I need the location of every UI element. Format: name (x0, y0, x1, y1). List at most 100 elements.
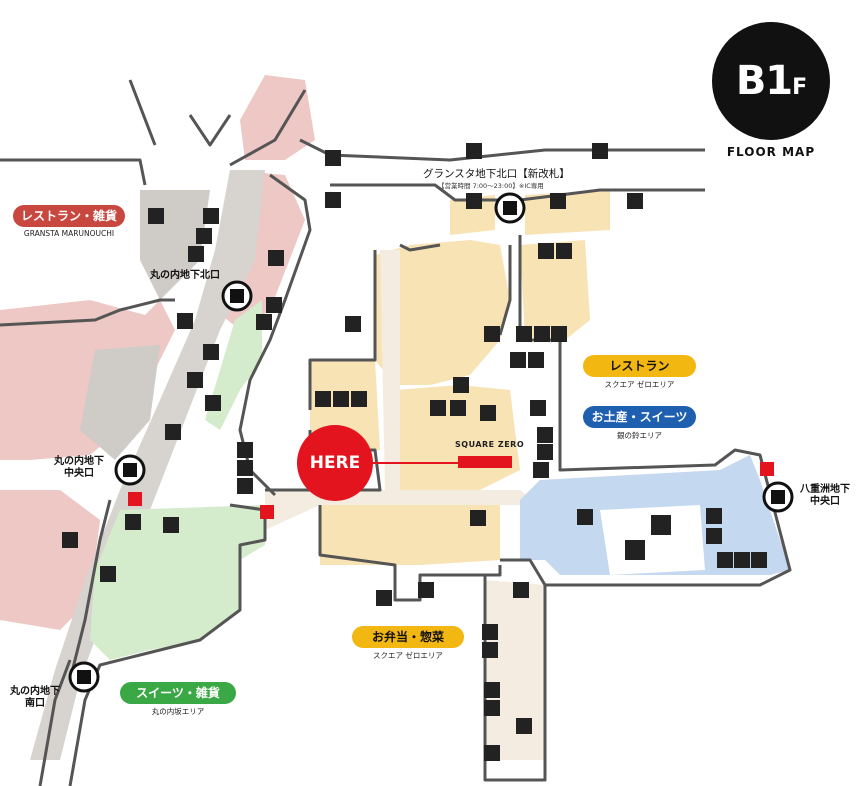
toilet-icon (268, 250, 284, 266)
exit-marunouchi-central-line2: 中央口 (64, 468, 94, 479)
locker-icon (62, 532, 78, 548)
exit-gransta-north-title: グランスタ地下北口【新改札】 (423, 168, 570, 180)
exit-marunouchi-north: 丸の内地下北口 (150, 270, 220, 281)
phone-icon (196, 228, 212, 244)
atm-icon (592, 143, 608, 159)
locker-icon (537, 427, 553, 443)
locker-icon (203, 344, 219, 360)
escalator-icon (550, 193, 566, 209)
toilet-icon (315, 391, 331, 407)
escalator-icon (187, 372, 203, 388)
exit-marunouchi-south-line2: 南口 (25, 698, 45, 709)
accessible-icon (333, 391, 349, 407)
toilet-icon (717, 552, 733, 568)
emergency-exit-icon (128, 492, 142, 506)
area-restaurant-sub: スクエア ゼロエリア (604, 380, 675, 389)
locker-icon (482, 624, 498, 640)
locker-icon (480, 405, 496, 421)
zone-gray-north (140, 190, 210, 300)
locker-icon (627, 193, 643, 209)
accessible-icon (734, 552, 750, 568)
locker-icon (205, 395, 221, 411)
area-bento-sub: スクエア ゼロエリア (373, 651, 443, 660)
exit-gransta-north-hours: 【営業時間 7:00〜23:00】※IC専用 (438, 182, 544, 190)
escalator-icon (163, 517, 179, 533)
accessible-icon (537, 444, 553, 460)
info-icon (533, 462, 549, 478)
locker-icon (203, 208, 219, 224)
escalator-icon (100, 566, 116, 582)
toilet-icon (266, 297, 282, 313)
escalator-icon (165, 424, 181, 440)
locker-icon (577, 509, 593, 525)
locker-icon (418, 582, 434, 598)
zone-north-yellow-2 (525, 190, 610, 235)
zone-bento (320, 505, 500, 565)
escalator-icon (482, 642, 498, 658)
elevator-icon (706, 508, 722, 524)
gate-icon (221, 280, 253, 312)
locker-icon (538, 243, 554, 259)
escalator-icon (325, 150, 341, 166)
zone-north-yellow (450, 195, 495, 235)
accessible-icon (484, 700, 500, 716)
gate-icon (68, 661, 100, 693)
gate-icon (762, 481, 794, 513)
zone-pink-north (240, 75, 315, 160)
square-zero-label: SQUARE ZERO (455, 440, 525, 449)
escalator-icon (556, 243, 572, 259)
floor-level: B1 (735, 58, 793, 104)
zone-gray-west (80, 345, 160, 460)
zone-pink-southwest (0, 490, 100, 630)
area-sweets-goods-sub: 丸の内坂エリア (151, 707, 205, 716)
escalator-icon (430, 400, 446, 416)
locker-icon (453, 377, 469, 393)
escalator-icon (484, 326, 500, 342)
area-bento-pill: お弁当・惣菜 (352, 626, 464, 648)
locker-icon (188, 246, 204, 262)
floor-badge: B1F (712, 22, 830, 140)
escalator-icon (706, 528, 722, 544)
locker-icon (528, 352, 544, 368)
exit-marunouchi-central: 丸の内地下 中央口 (54, 456, 104, 480)
emergency-exit-icon (760, 462, 774, 476)
accessible-icon (534, 326, 550, 342)
area-restaurant-goods-sub: GRANSTA MARUNOUCHI (23, 229, 115, 238)
exit-yaesu-central: 八重洲地下 中央口 (800, 484, 850, 508)
escalator-icon (237, 460, 253, 476)
escalator-icon (256, 314, 272, 330)
escalator-icon (466, 193, 482, 209)
area-sweets-goods-pill: スイーツ・雑貨 (120, 682, 236, 704)
exit-yaesu-central-line1: 八重洲地下 (800, 484, 850, 495)
here-marker: HERE (297, 425, 373, 501)
floor-map-caption: FLOOR MAP (726, 145, 816, 159)
exit-marunouchi-south-line1: 丸の内地下 (10, 686, 60, 697)
locker-icon (237, 478, 253, 494)
escalator-icon (237, 442, 253, 458)
toilet-icon (484, 682, 500, 698)
zone-gransta-marunouchi (0, 300, 175, 460)
elevator-icon (551, 326, 567, 342)
zone-sweets-goods (90, 505, 265, 660)
locker-icon (510, 352, 526, 368)
locker-icon (148, 208, 164, 224)
emergency-exit-icon (260, 505, 274, 519)
area-restaurant-pill: レストラン (583, 355, 696, 377)
emergency-markers (128, 462, 774, 519)
info-icon (530, 400, 546, 416)
zone-square-zero-north (375, 240, 510, 385)
locker-icon (450, 400, 466, 416)
elevator-icon (466, 143, 482, 159)
escalator-icon (351, 391, 367, 407)
locker-icon (516, 718, 532, 734)
floor-level-suffix: F (792, 75, 807, 100)
locker-icon (376, 590, 392, 606)
corridor-diagonal (30, 170, 265, 760)
area-souvenir-pill: お土産・スイーツ (583, 406, 696, 428)
gates (68, 192, 794, 693)
gate-icon (494, 192, 526, 224)
escalator-icon (751, 552, 767, 568)
escalator-icon (513, 582, 529, 598)
gate-icon (114, 454, 146, 486)
